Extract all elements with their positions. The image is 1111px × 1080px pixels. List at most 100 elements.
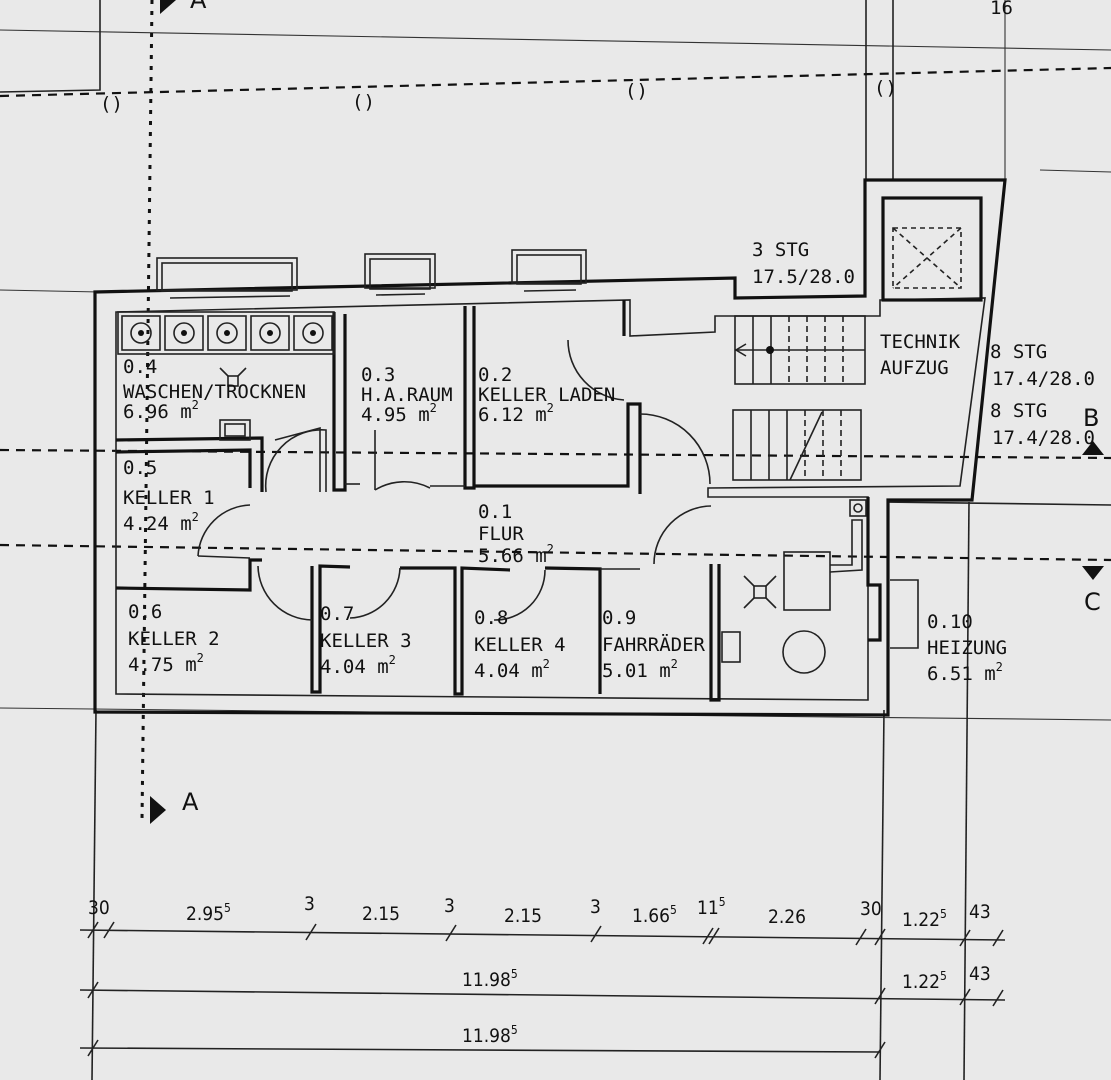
boiler-icon [783,551,831,611]
corner-number: 16 [990,0,1013,19]
room-number: 0.7 [320,603,354,625]
windows [156,249,587,299]
room-0-1: 0.1 FLUR 5.66 m2 [478,501,554,567]
room-number: 0.3 [361,364,395,386]
room-number: 0.2 [478,364,512,386]
washer-icon [250,315,290,351]
room-name: KELLER 3 [320,630,412,652]
room-0-3: 0.3 H.A.RAUM 4.95 m2 [361,364,453,426]
room-number: 0.5 [123,457,157,479]
room-area: 4.24 [123,513,169,535]
washer-icon [207,315,247,351]
room-area-line: 5.66 m2 [478,542,554,567]
room-name: KELLER 4 [474,634,566,656]
grid-marker: () [625,80,648,102]
outer-walls [93,178,1007,717]
dimension-label: 43 [969,901,991,923]
room-area-line: 4.95 m2 [361,401,437,426]
room-number: 0.8 [474,607,508,629]
room-area-line: 6.96 m2 [123,398,199,423]
room-name: KELLER 2 [128,628,220,650]
dimension-label: 11.985 [462,967,518,991]
dimension-label: 115 [697,895,726,919]
light-icon [743,575,777,609]
radiator-icon [219,419,251,441]
room-area: 5.01 [602,660,648,682]
dimension-label: 30 [860,898,882,920]
room-0-10: 0.10 HEIZUNG 6.51 m2 [927,611,1007,685]
room-0-7: 0.7 KELLER 3 4.04 m2 [320,603,412,678]
dimension-ticks [87,921,1004,1059]
stairs [732,315,866,481]
room-name: FAHRRÄDER [602,633,706,656]
room-area: 6.12 [478,404,524,426]
section-a-marker: A [182,788,199,816]
room-area: 6.51 [927,663,973,685]
stair-count: 8 STG [990,341,1047,363]
room-area: 4.75 [128,654,174,676]
dimension-label: 1.665 [632,903,677,927]
room-number: 0.1 [478,501,512,523]
doors [197,339,712,621]
dimension-label: 3 [590,896,601,918]
washer-icon [121,315,161,351]
room-name: H.A.RAUM [361,384,453,406]
dimension-row-1: 30 2.955 3 2.15 3 2.15 3 1.665 115 2.26 … [88,893,991,931]
room-number: 0.6 [128,601,162,623]
aufzug-label: AUFZUG [880,357,949,379]
grid-marker: () [352,91,375,113]
room-name: KELLER LADEN [478,384,615,406]
section-a-top: A [190,0,207,14]
room-area-line: 6.51 m2 [927,660,1003,685]
room-labels: 0.4 WASCHEN/TROCKNEN 6.96 m2 0.3 H.A.RAU… [123,356,1007,685]
room-name: KELLER 1 [123,487,215,509]
dimension-label: 30 [88,897,110,919]
stair-count: 3 STG [752,239,809,261]
room-number: 0.4 [123,356,157,378]
technik-label: TECHNIK [880,331,961,353]
dimension-lines: 30 2.955 3 2.15 3 2.15 3 1.665 115 2.26 … [79,893,1006,1059]
tank-icon [782,630,826,674]
technik-shaft [881,196,983,302]
room-area-line: 4.24 m2 [123,510,199,535]
stair-ratio: 17.4/28.0 [992,368,1095,390]
room-name: HEIZUNG [927,637,1007,659]
axis-lines [0,0,1111,821]
washer-icon [164,315,204,351]
dimension-label: 2.15 [504,905,542,927]
grid-marker: () [100,93,123,115]
room-area-line: 5.01 m2 [602,657,678,682]
room-area-line: 4.75 m2 [128,651,204,676]
dimension-label: 2.955 [186,901,231,925]
dimension-row-2: 11.985 1.225 43 [462,963,991,993]
room-0-4: 0.4 WASCHEN/TROCKNEN 6.96 m2 [123,356,306,423]
room-area: 4.04 [320,656,366,678]
stair-count: 8 STG [990,400,1047,422]
grid-marker: () [874,77,897,99]
washer-icon [293,315,333,351]
room-area: 4.95 [361,404,407,426]
interior-walls [115,300,919,702]
room-0-8: 0.8 KELLER 4 4.04 m2 [474,607,566,682]
dimension-label: 2.26 [768,906,806,928]
room-name: FLUR [478,523,524,545]
dimension-label: 1.225 [902,907,947,931]
dimension-row-3: 11.985 [462,1023,518,1047]
room-0-2: 0.2 KELLER LADEN 6.12 m2 [478,364,615,426]
dimension-label: 43 [969,963,991,985]
light-icon [219,367,247,387]
room-0-9: 0.9 FAHRRÄDER 5.01 m2 [602,607,706,682]
dimension-label: 3 [444,895,455,917]
room-area: 5.66 [478,545,524,567]
room-0-5: 0.5 KELLER 1 4.24 m2 [123,457,215,535]
room-number: 0.9 [602,607,636,629]
room-number: 0.10 [927,611,973,633]
dimension-label: 11.985 [462,1023,518,1047]
dimension-label: 2.15 [362,903,400,925]
room-0-6: 0.6 KELLER 2 4.75 m2 [128,601,220,676]
room-area-line: 4.04 m2 [474,657,550,682]
dimension-label: 1.225 [902,969,947,993]
room-area: 4.04 [474,660,520,682]
